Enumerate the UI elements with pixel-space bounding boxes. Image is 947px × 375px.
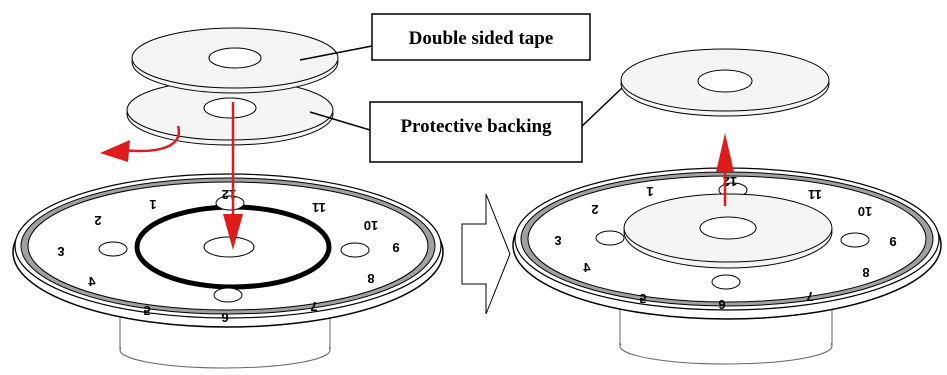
left-assembly: 12 11 10 9 8 7 6 5 4 3 2 1 [12,27,444,369]
left-platter [12,173,444,328]
peel-arrow [121,125,181,153]
left-num-3: 3 [57,244,64,259]
right-dial-numbers: 12 11 10 9 8 7 6 5 4 3 2 1 [554,174,896,312]
right-num-11: 11 [808,187,822,202]
right-num-8: 8 [862,265,869,280]
callout-tape: Double sided tape [299,13,591,61]
up-arrow-head [716,133,734,172]
right-num-3: 3 [554,233,561,248]
right-num-9: 9 [889,234,896,249]
right-num-2: 2 [591,202,598,217]
applied-tape-disc [623,193,833,269]
peel-arrow-head [100,140,130,162]
left-num-10: 10 [364,218,378,233]
left-num-2: 2 [94,213,101,228]
right-num-7: 7 [806,289,813,304]
left-num-11: 11 [312,200,326,215]
left-num-6: 6 [221,310,228,325]
callout-backing: Protective backing [309,87,623,163]
down-arrow-head [223,214,243,250]
left-num-1: 1 [149,197,156,212]
left-num-8: 8 [367,271,374,286]
right-assembly: 12 11 10 9 8 7 6 5 4 3 2 1 [512,48,942,365]
right-num-6: 6 [718,297,725,312]
left-num-4: 4 [88,274,96,289]
right-num-12: 12 [723,174,737,189]
left-dial-numbers: 12 11 10 9 8 7 6 5 4 3 2 1 [57,187,399,325]
peeled-backing-disc [620,48,830,117]
backing-label: Protective backing [400,116,552,137]
left-num-5: 5 [143,303,150,318]
left-num-9: 9 [392,240,399,255]
right-num-1: 1 [646,184,653,199]
right-num-10: 10 [858,204,872,219]
left-num-7: 7 [310,299,317,314]
right-num-5: 5 [639,291,646,306]
right-platter [512,167,942,320]
double-sided-tape-disc [131,27,339,94]
transition-arrow [461,193,511,315]
tape-label: Double sided tape [409,28,554,49]
right-num-4: 4 [583,260,591,275]
